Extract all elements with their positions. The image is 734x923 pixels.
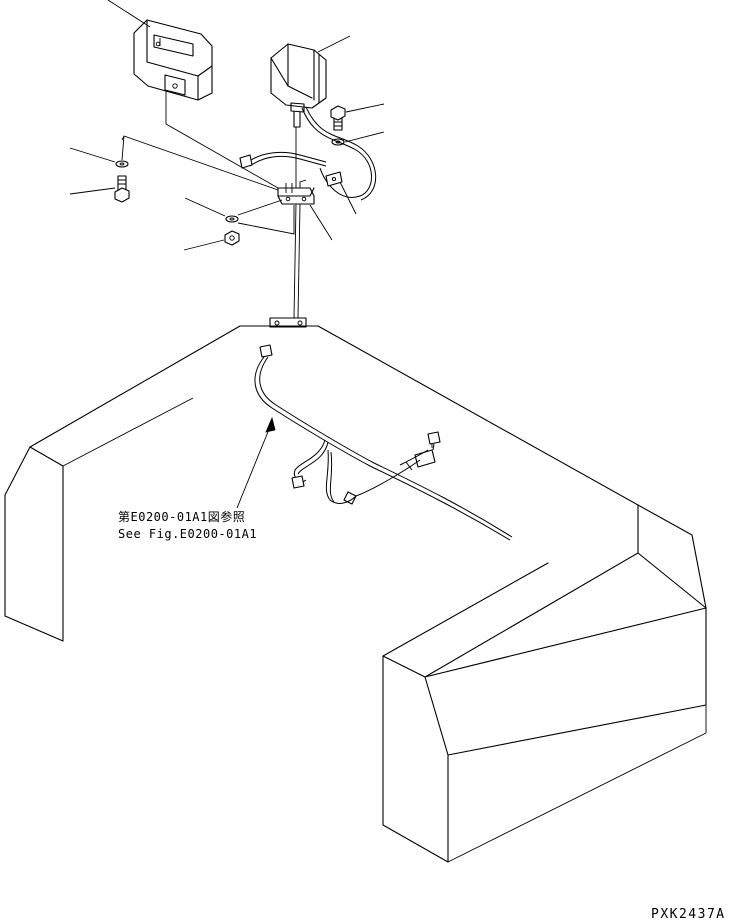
reference-note-en: See Fig.E0200-01A1 [118,527,257,541]
washer-left-lower [184,197,295,235]
lamp-bracket [277,127,333,319]
lamp-guard [107,0,213,101]
drawing-code: PXK2437A [651,907,726,922]
reference-leader-arrow [236,416,276,509]
bolt-upper-right [330,103,385,131]
washer-left-upper [69,147,129,168]
main-wire-harness [254,344,513,541]
lamp-wire-harness [239,106,377,215]
guard-mount-line [121,90,279,191]
bolt-left [69,175,130,203]
fender-body [4,317,707,863]
reference-note-jp: 第E0200-01A1図参照 [118,509,245,524]
nut-left [183,230,240,251]
work-lamp [270,35,351,128]
